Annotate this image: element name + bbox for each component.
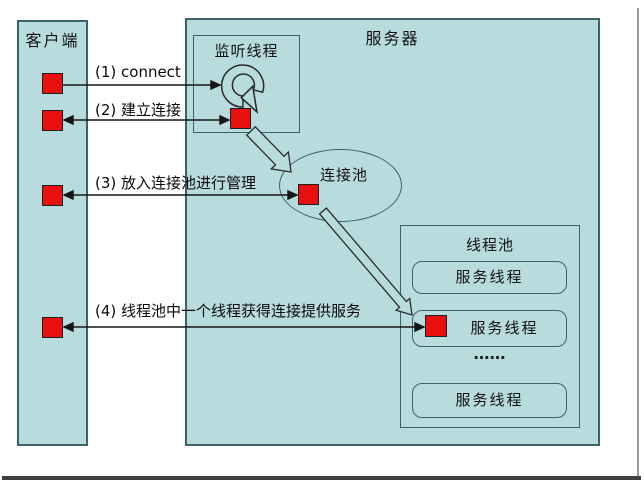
slide-right-edge <box>637 8 639 477</box>
thread-pool-title: 线程池 <box>465 236 514 254</box>
server-panel-title: 服务器 <box>365 29 420 48</box>
service-thread-box-1: 服务线程 <box>412 261 567 294</box>
ellipsis: …… <box>473 344 506 363</box>
step-label-3: (3) 放入连接池进行管理 <box>95 174 257 192</box>
listener-thread-title: 监听线程 <box>214 42 279 60</box>
connection-pool-title: 连接池 <box>319 166 368 184</box>
service-thread-label-2: 服务线程 <box>470 319 539 337</box>
client-socket-3 <box>42 185 63 206</box>
slide-bottom-edge <box>2 476 641 480</box>
service-thread-box-2: 服务线程 <box>412 310 567 347</box>
pool-connection-socket <box>298 184 319 205</box>
step-label-4: (4) 线程池中一个线程获得连接提供服务 <box>95 302 362 320</box>
service-thread-label-3: 服务线程 <box>455 391 524 409</box>
client-socket-1 <box>42 73 63 94</box>
service-thread-label-1: 服务线程 <box>455 268 524 286</box>
client-socket-2 <box>42 110 63 131</box>
client-panel-title: 客户端 <box>25 31 80 50</box>
client-socket-4 <box>42 317 63 338</box>
thread-pool-box: 线程池 服务线程 服务线程 …… 服务线程 <box>400 225 580 428</box>
thread-connection-socket <box>425 315 447 337</box>
service-thread-box-3: 服务线程 <box>412 383 567 418</box>
step-label-1: (1) connect <box>95 63 181 81</box>
listener-socket <box>230 108 251 129</box>
step-label-2: (2) 建立连接 <box>95 101 182 119</box>
